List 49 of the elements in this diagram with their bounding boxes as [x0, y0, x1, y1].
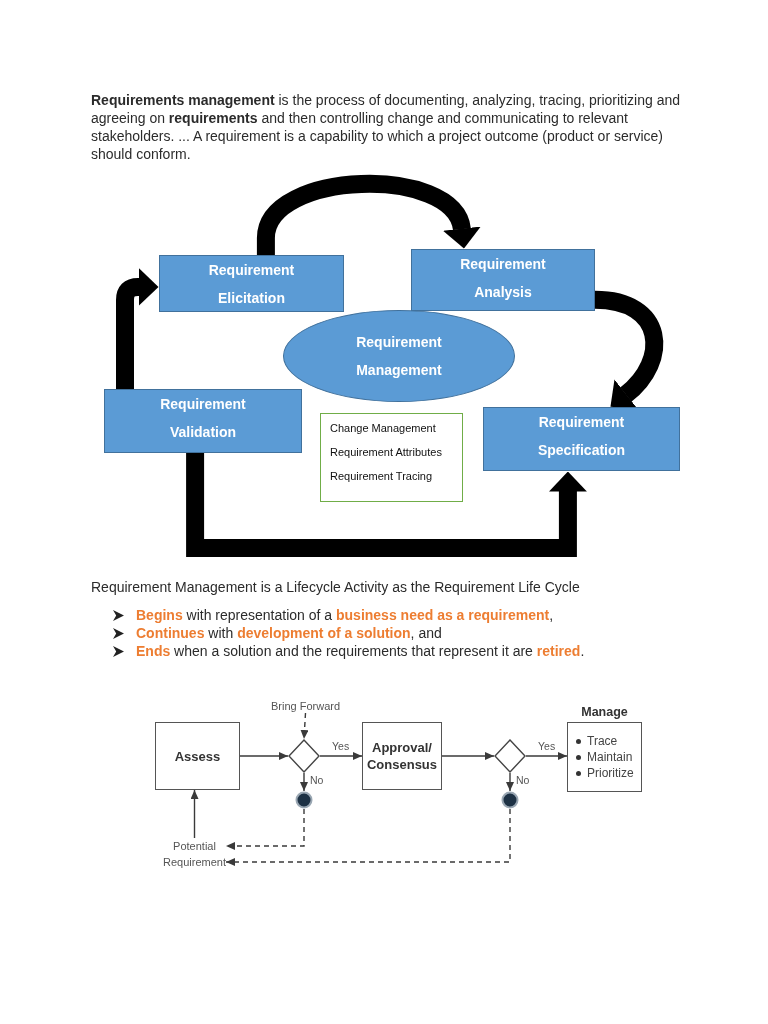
process-box: [362, 722, 442, 790]
arrow: [190, 789, 199, 839]
box-label: Requirement Management: [356, 333, 442, 380]
process-box: [155, 722, 240, 790]
process-box: [411, 249, 595, 311]
arrow: [300, 772, 308, 792]
box-heading: Manage: [581, 705, 628, 720]
edge-label: No: [516, 774, 530, 786]
bullet-text: Continues with development of a solution, and: [136, 624, 442, 642]
arrow: [506, 772, 514, 792]
dashed-arrow: [225, 808, 305, 850]
annotation-label: Bring Forward: [271, 700, 341, 713]
box-label: Requirement Analysis: [460, 255, 546, 302]
process-box: [159, 255, 344, 312]
dashed-arrow: [300, 712, 309, 740]
intro-paragraph: Requirements management is the process of documenting, analyzing, tracing, prioritizing and agreeing on requirements and then controlling change and communicating to relevant stakeholders. ... A requirement is a capability to which a project outcome (product or service) should conform.: [91, 91, 682, 163]
note-box: [320, 413, 463, 502]
block-arrow: [116, 267, 159, 389]
bullet-text: Begins with representation of a business need as a requirement,: [136, 606, 554, 624]
end-circle: [501, 791, 519, 809]
box-label: Requirement Elicitation: [208, 261, 295, 308]
list-item-text: Prioritize: [587, 765, 634, 781]
arrow: [525, 752, 568, 760]
list-item-text: Trace: [587, 733, 618, 749]
box-label: Approval/ Consensus: [366, 739, 438, 773]
box-label: Requirement Validation: [160, 395, 246, 442]
list-item-text: Maintain: [587, 749, 633, 765]
dashed-arrow: [225, 808, 511, 866]
block-arrow: [594, 290, 664, 409]
edge-label: No: [310, 774, 324, 786]
arrow: [441, 752, 495, 760]
process-box: [483, 407, 680, 471]
arrow: [239, 752, 289, 760]
lead-text: Requirement Management is a Lifecycle Activity as the Requirement Life Cycle: [91, 578, 581, 596]
input-label: Potential Requirement: [163, 838, 226, 870]
note-text: Requirement Tracing: [330, 470, 433, 483]
decision-diamond: [494, 739, 526, 773]
decision-diamond: [288, 739, 320, 773]
bullet-text: Ends when a solution and the requirements that represent it are retired.: [136, 642, 585, 660]
note-text: Requirement Attributes: [330, 446, 442, 459]
process-box: [104, 389, 302, 453]
block-arrow: [186, 453, 587, 557]
end-circle: [295, 791, 313, 809]
box-label: Assess: [174, 747, 221, 765]
edge-label: Yes: [332, 740, 350, 752]
note-text: Change Management: [330, 422, 436, 435]
box-label: Requirement Specification: [537, 413, 626, 460]
edge-label: Yes: [538, 740, 556, 752]
arrow: [319, 752, 363, 760]
